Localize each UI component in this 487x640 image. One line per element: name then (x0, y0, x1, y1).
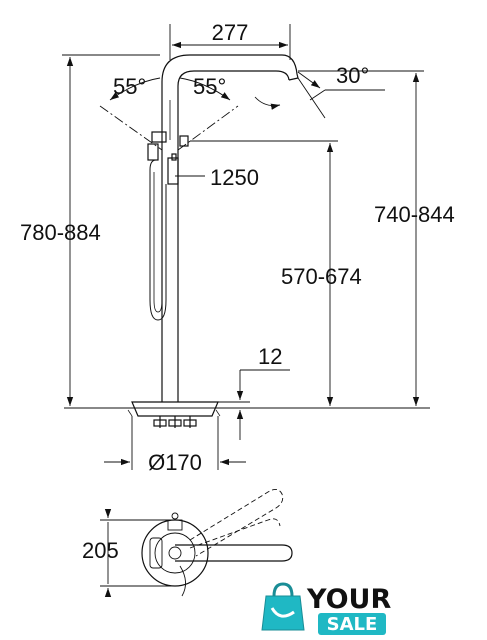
dimension-spout-reach (169, 24, 291, 60)
logo-text-sale: SALE (327, 614, 378, 635)
label-spout-reach: 277 (212, 20, 249, 45)
faucet-side-view (64, 54, 430, 428)
faucet-plan-view (141, 489, 293, 597)
label-swivel-angle-left: 55° (113, 74, 146, 99)
dimension-base-diameter (104, 416, 246, 470)
logo-text-your: YOUR (306, 584, 391, 615)
label-base-thickness: 12 (258, 344, 282, 369)
floor-mount-bolts (153, 416, 197, 428)
dimension-swivel-angles (109, 77, 231, 101)
logo-sale-badge (318, 613, 386, 635)
label-swivel-angle-right: 55° (193, 74, 226, 99)
dimension-base-thickness (218, 369, 290, 440)
label-spout-height: 740-844 (374, 202, 455, 227)
dimension-spout-tilt (254, 71, 385, 119)
label-handle-height: 570-674 (281, 264, 362, 289)
dimension-overall-height (62, 54, 160, 406)
dimension-plan-depth (100, 509, 172, 597)
dimension-handle-height (190, 140, 338, 406)
label-hose-length: 1250 (210, 165, 259, 190)
shopping-bag-icon (261, 582, 305, 631)
dimension-spout-height (298, 70, 424, 406)
label-overall-height: 780-884 (20, 220, 101, 245)
label-base-diameter: Ø170 (148, 450, 202, 475)
label-plan-depth: 205 (82, 538, 119, 563)
your-sale-logo: YOUR SALE (261, 582, 391, 635)
label-spout-tilt-angle: 30° (336, 63, 369, 88)
